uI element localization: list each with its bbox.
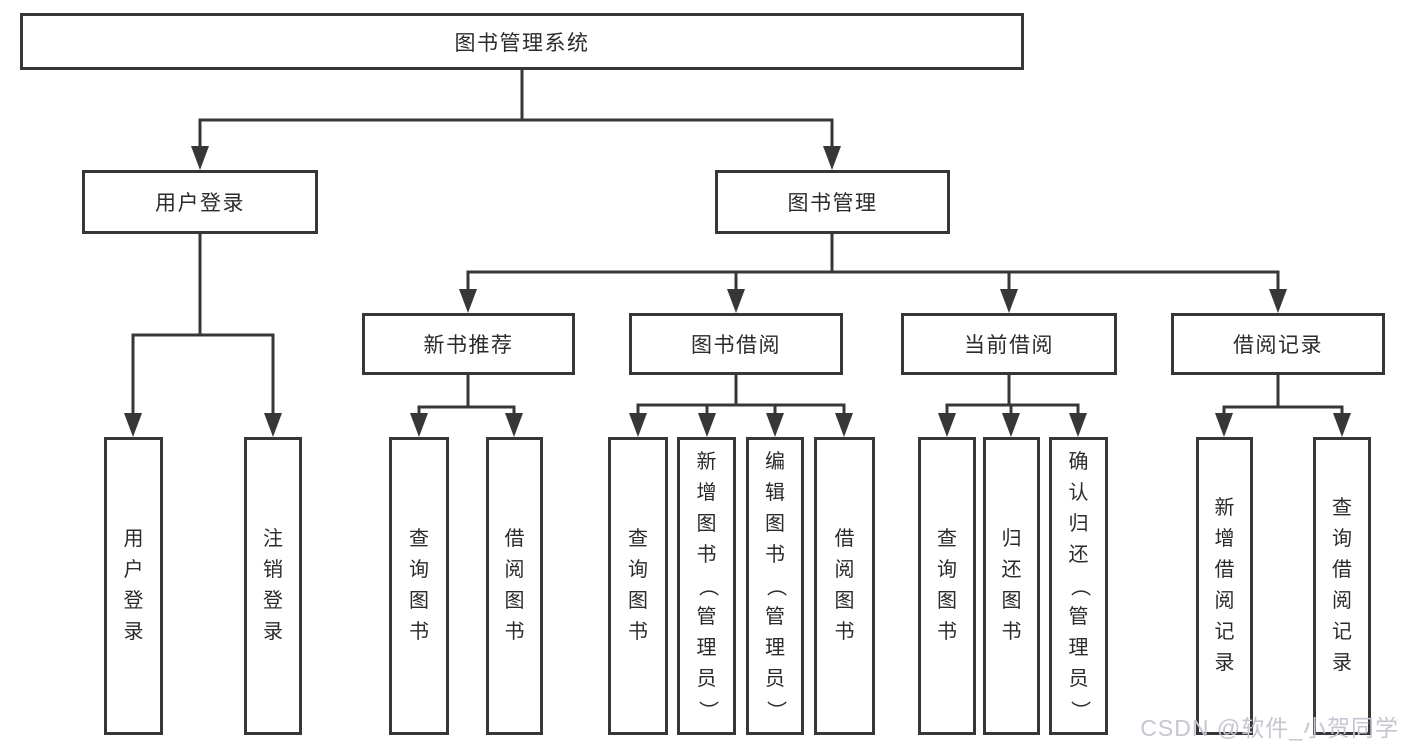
node-label: 当前借阅 xyxy=(964,334,1054,357)
leaf-return-books: 归还图书 xyxy=(983,437,1040,735)
leaf-confirm-return-admin: 确认归还（管理员） xyxy=(1049,437,1108,735)
node-new-book-recommendation: 新书推荐 xyxy=(362,313,575,375)
leaf-query-books-recommend: 查询图书 xyxy=(389,437,449,735)
node-borrowing-records: 借阅记录 xyxy=(1171,313,1385,375)
arrowhead-down-icon xyxy=(124,413,142,437)
leaf-query-books-current: 查询图书 xyxy=(918,437,976,735)
arrowhead-down-icon xyxy=(1215,413,1233,437)
leaf-borrow-books-recommend: 借阅图书 xyxy=(486,437,543,735)
arrowhead-down-icon xyxy=(766,413,784,437)
arrowhead-down-icon xyxy=(1002,413,1020,437)
node-book-management: 图书管理 xyxy=(715,170,950,234)
leaf-label: 新增图书（管理员） xyxy=(696,450,718,721)
arrowhead-down-icon xyxy=(191,146,209,170)
arrowhead-down-icon xyxy=(459,289,477,313)
arrowhead-down-icon xyxy=(1333,413,1351,437)
arrowhead-down-icon xyxy=(1000,289,1018,313)
leaf-label: 查询借阅记录 xyxy=(1332,497,1352,674)
leaf-label: 查询图书 xyxy=(628,528,648,643)
leaf-label: 查询图书 xyxy=(937,528,957,643)
arrowhead-down-icon xyxy=(698,413,716,437)
node-book-borrowing: 图书借阅 xyxy=(629,313,843,375)
node-current-borrowing: 当前借阅 xyxy=(901,313,1117,375)
node-label: 借阅记录 xyxy=(1233,334,1323,357)
arrowhead-down-icon xyxy=(505,413,523,437)
node-label: 图书管理 xyxy=(787,192,878,215)
leaf-query-books-borrowing: 查询图书 xyxy=(608,437,668,735)
node-label: 新书推荐 xyxy=(423,334,514,357)
leaf-logout: 注销登录 xyxy=(244,437,302,735)
arrowhead-down-icon xyxy=(835,413,853,437)
arrowhead-down-icon xyxy=(1269,289,1287,313)
node-library-management-system: 图书管理系统 xyxy=(20,13,1024,70)
leaf-add-borrow-record: 新增借阅记录 xyxy=(1196,437,1253,735)
leaf-add-books-admin: 新增图书（管理员） xyxy=(677,437,736,735)
node-user-login: 用户登录 xyxy=(82,170,318,234)
arrowhead-down-icon xyxy=(938,413,956,437)
leaf-borrow-books: 借阅图书 xyxy=(814,437,875,735)
leaf-label: 编辑图书（管理员） xyxy=(764,450,787,721)
leaf-label: 归还图书 xyxy=(1001,528,1022,643)
leaf-label: 注销登录 xyxy=(263,528,283,643)
arrowhead-down-icon xyxy=(264,413,282,437)
watermark: CSDN @软件_小贺同学 xyxy=(1140,715,1399,741)
leaf-label: 借阅图书 xyxy=(504,528,525,643)
node-label: 用户登录 xyxy=(155,192,245,215)
arrowhead-down-icon xyxy=(823,146,841,170)
node-label: 图书借阅 xyxy=(691,334,781,357)
leaf-user-login: 用户登录 xyxy=(104,437,163,735)
arrowhead-down-icon xyxy=(727,289,745,313)
arrowhead-down-icon xyxy=(629,413,647,437)
arrowhead-down-icon xyxy=(410,413,428,437)
node-label: 图书管理系统 xyxy=(454,31,590,55)
leaf-query-borrow-record: 查询借阅记录 xyxy=(1313,437,1371,735)
leaf-edit-books-admin: 编辑图书（管理员） xyxy=(746,437,804,735)
leaf-label: 用户登录 xyxy=(123,528,144,643)
leaf-label: 新增借阅记录 xyxy=(1214,497,1235,674)
arrowhead-down-icon xyxy=(1069,413,1087,437)
leaf-label: 借阅图书 xyxy=(834,528,855,643)
leaf-label: 确认归还（管理员） xyxy=(1068,450,1090,721)
leaf-label: 查询图书 xyxy=(409,528,429,643)
